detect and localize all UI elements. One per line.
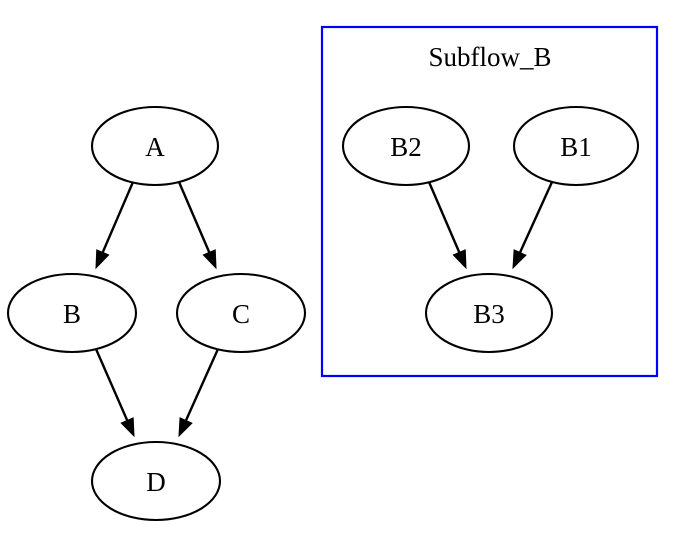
edge-c-to-d[interactable] bbox=[178, 348, 220, 438]
edge-line bbox=[101, 181, 135, 253]
edge-line bbox=[427, 181, 461, 253]
node-label: B2 bbox=[390, 132, 422, 162]
node-b1[interactable]: B1 bbox=[512, 105, 640, 187]
node-c[interactable]: C bbox=[175, 272, 307, 354]
arrowhead-icon bbox=[452, 249, 467, 270]
node-b[interactable]: B bbox=[6, 272, 138, 354]
node-ellipse bbox=[341, 105, 471, 187]
arrowhead-icon bbox=[95, 249, 110, 270]
edge-b-to-d[interactable] bbox=[94, 348, 135, 438]
edge-line bbox=[94, 348, 129, 421]
node-label: B1 bbox=[560, 132, 592, 162]
node-ellipse bbox=[512, 105, 640, 187]
cluster-label-subflow-b: Subflow_B bbox=[428, 42, 551, 72]
node-b3[interactable]: B3 bbox=[424, 272, 554, 354]
arrowhead-icon bbox=[512, 249, 527, 270]
edge-line bbox=[184, 348, 220, 421]
edge-line bbox=[518, 181, 554, 254]
node-label: D bbox=[146, 467, 166, 497]
node-ellipse bbox=[424, 272, 554, 354]
arrowhead-icon bbox=[178, 417, 193, 438]
node-layer: A B C D B2 B1 bbox=[6, 105, 640, 522]
edge-b1-to-b3[interactable] bbox=[512, 181, 554, 270]
node-ellipse bbox=[90, 440, 222, 522]
cluster-border-box bbox=[320, 25, 659, 378]
node-ellipse bbox=[175, 272, 307, 354]
cluster-subflow-b: Subflow_B bbox=[320, 25, 659, 378]
edge-a-to-b[interactable] bbox=[95, 181, 135, 270]
node-label: A bbox=[145, 132, 165, 162]
node-label: C bbox=[232, 299, 250, 329]
edge-a-to-c[interactable] bbox=[177, 181, 217, 270]
node-b2[interactable]: B2 bbox=[341, 105, 471, 187]
edge-b2-to-b3[interactable] bbox=[427, 181, 467, 270]
edge-line bbox=[177, 181, 211, 253]
node-label: B bbox=[63, 299, 81, 329]
node-ellipse bbox=[90, 105, 220, 187]
arrowhead-icon bbox=[202, 249, 217, 270]
node-label: B3 bbox=[473, 299, 505, 329]
edge-layer bbox=[94, 181, 554, 438]
arrowhead-icon bbox=[120, 417, 135, 438]
node-a[interactable]: A bbox=[90, 105, 220, 187]
node-d[interactable]: D bbox=[90, 440, 222, 522]
node-ellipse bbox=[6, 272, 138, 354]
